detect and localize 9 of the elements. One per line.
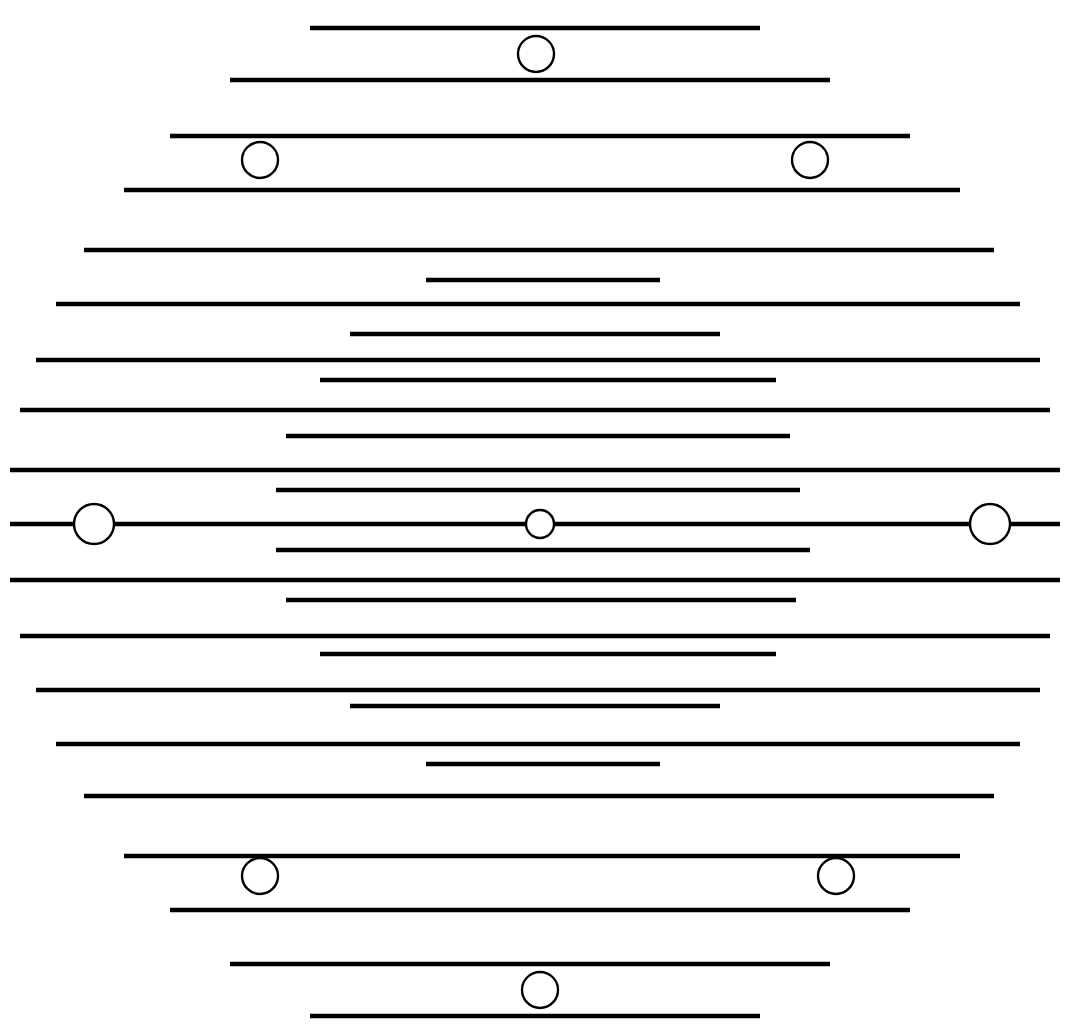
circle-marker (240, 140, 280, 180)
circle-marker (240, 856, 280, 896)
circle-marker (790, 140, 830, 180)
circle-marker (72, 502, 116, 546)
circle-marker (516, 34, 556, 74)
circle-marker (816, 856, 856, 896)
circle-marker (968, 502, 1012, 546)
circle-marker (520, 970, 560, 1010)
circle-marker (524, 508, 556, 540)
